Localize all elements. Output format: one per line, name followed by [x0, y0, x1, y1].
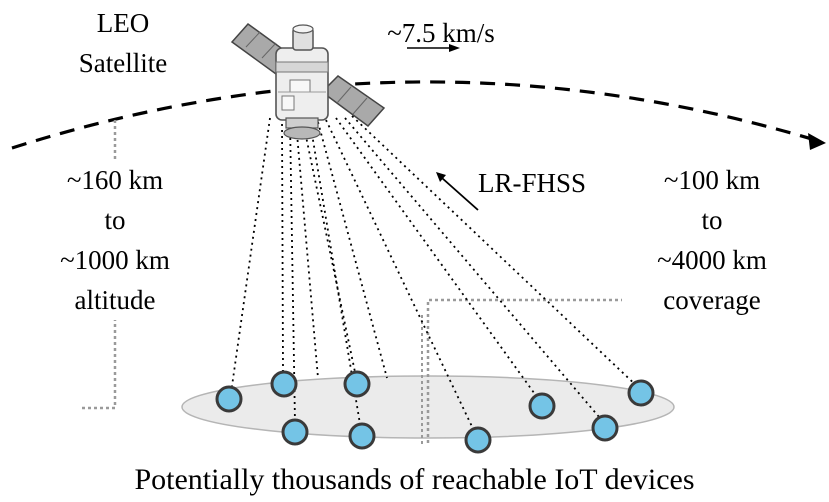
iot-device: [528, 392, 556, 420]
altitude-line2: to: [104, 205, 126, 235]
signal-label: LR-FHSS: [477, 168, 587, 198]
coverage-label: ~100 km to ~4000 km coverage: [622, 160, 802, 320]
signal-arrow: [441, 177, 479, 211]
altitude-label: ~160 km to ~1000 km altitude: [2, 160, 228, 320]
velocity-arrowhead: [449, 44, 460, 52]
coverage-line3: ~4000 km: [657, 245, 767, 275]
orbit-path: [11, 80, 816, 150]
iot-device: [591, 414, 619, 442]
satellite-icon: [230, 22, 386, 140]
iot-device: [464, 426, 492, 454]
signal-beams: [231, 115, 642, 436]
iot-device: [215, 385, 243, 413]
altitude-line1: ~160 km: [66, 165, 164, 195]
satellite-label-line2: Satellite: [78, 48, 168, 78]
iot-device: [270, 370, 298, 398]
iot-devices: [215, 370, 655, 454]
altitude-line3: ~1000 km: [60, 245, 170, 275]
satellite-label: LEO Satellite: [38, 3, 208, 83]
altitude-line4: altitude: [74, 285, 156, 315]
satellite-label-line1: LEO: [96, 8, 150, 38]
coverage-line2: to: [701, 205, 723, 235]
velocity-label: ~7.5 km/s: [387, 18, 495, 48]
iot-device: [348, 422, 376, 450]
coverage-line4: coverage: [663, 285, 761, 315]
signal-arrowhead: [436, 172, 446, 182]
coverage-line1: ~100 km: [663, 165, 761, 195]
iot-device: [281, 418, 309, 446]
iot-device: [627, 379, 655, 407]
coverage-guide: [426, 298, 630, 446]
orbit-arrowhead: [808, 133, 826, 150]
iot-device: [343, 370, 371, 398]
caption: Potentially thousands of reachable IoT d…: [134, 463, 695, 496]
